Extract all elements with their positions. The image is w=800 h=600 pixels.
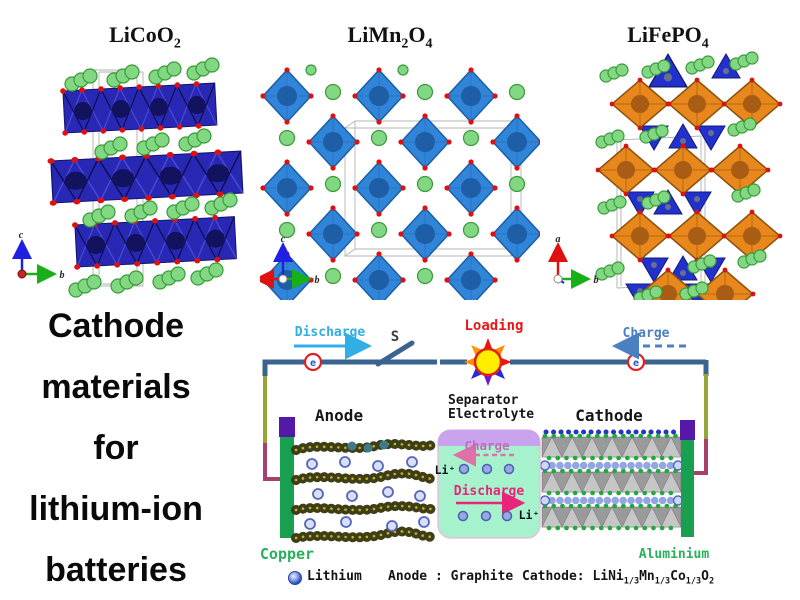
caption-line: Cathode: [48, 307, 184, 345]
li-ion-label-right: Li⁺: [519, 508, 540, 522]
battery-legend: Lithium Anode : Graphite Cathode: LiNi1/…: [285, 568, 797, 598]
axis-label-c: c: [281, 234, 286, 245]
legend-lithium-label: Lithium: [307, 569, 362, 584]
anode-label: Anode: [315, 406, 363, 425]
axis-label-a: a: [556, 234, 561, 245]
svg-text:e: e: [633, 358, 639, 369]
limn2o4-structure: c b: [260, 64, 540, 300]
charge-label: Charge: [623, 326, 670, 341]
axis-label-c: c: [19, 230, 24, 241]
structure-title-lifepo4: LiFePO4: [627, 22, 709, 52]
svg-text:e: e: [310, 358, 316, 369]
battery-schematic: Charge Discharge Li⁺ Li⁺ e e: [260, 318, 710, 563]
lithium-icon: [288, 571, 302, 585]
separator-box: Charge Discharge Li⁺ Li⁺: [435, 429, 541, 539]
circuit-wires: [262, 340, 709, 481]
cathode-layers: [539, 429, 684, 528]
mno6-octahedra-lattice: [260, 66, 540, 300]
legend-cathode-formula: Cathode: LiNi1/3Mn1/3Co1/3O2: [522, 569, 715, 587]
switch-blade: [375, 340, 415, 367]
caption: Cathode materials for lithium-ion batter…: [5, 296, 227, 600]
aluminium-collector-cap: [680, 420, 695, 440]
box-discharge-label: Discharge: [454, 484, 525, 499]
axis-indicator-limn2o4: c b: [260, 234, 320, 289]
lithium-atoms: [278, 64, 526, 285]
graphite-layers: [291, 439, 441, 543]
axis-label-b: b: [315, 275, 320, 286]
caption-line: for: [93, 429, 139, 467]
aluminium-collector-bar: [681, 440, 694, 537]
axis-indicator-licoo2: c b: [11, 230, 65, 284]
electron-marker-right: e: [626, 352, 646, 372]
caption-line: lithium-ion: [29, 490, 203, 528]
axis-indicator-lifepo4: a b: [548, 234, 599, 289]
coo2-octahedra-slabs: [51, 83, 243, 267]
cathode-lithium-rows: [539, 460, 684, 506]
separator-label: Separator: [448, 393, 519, 408]
discharge-label: Discharge: [295, 325, 366, 340]
caption-line: batteries: [45, 551, 187, 589]
licoo2-structure: c b: [11, 57, 260, 298]
loading-label: Loading: [464, 318, 523, 334]
legend-anode-text: Anode : Graphite: [388, 569, 514, 584]
copper-collector-bar: [280, 437, 294, 538]
structure-title-limn2o4: LiMn2O4: [347, 22, 433, 52]
structure-title-licoo2: LiCoO2: [109, 22, 181, 52]
anode-lithium-ions: [304, 456, 430, 532]
axis-label-b: b: [60, 270, 65, 281]
electrolyte-lithium-ions: [457, 463, 515, 522]
copper-label: Copper: [260, 545, 314, 563]
electron-marker-left: e: [303, 352, 323, 372]
electrolyte-label: Electrolyte: [448, 407, 534, 422]
axis-label-b: b: [594, 275, 599, 286]
li-ion-label-left: Li⁺: [435, 463, 456, 477]
aluminium-label: Aluminium: [639, 547, 710, 562]
box-charge-label: Charge: [464, 438, 510, 453]
caption-line: materials: [41, 368, 191, 406]
load-sun: [464, 338, 512, 386]
switch-label: S: [391, 329, 399, 345]
cathode-label: Cathode: [575, 406, 642, 425]
lifepo4-structure: a b: [548, 51, 784, 300]
copper-collector-cap: [279, 417, 295, 437]
